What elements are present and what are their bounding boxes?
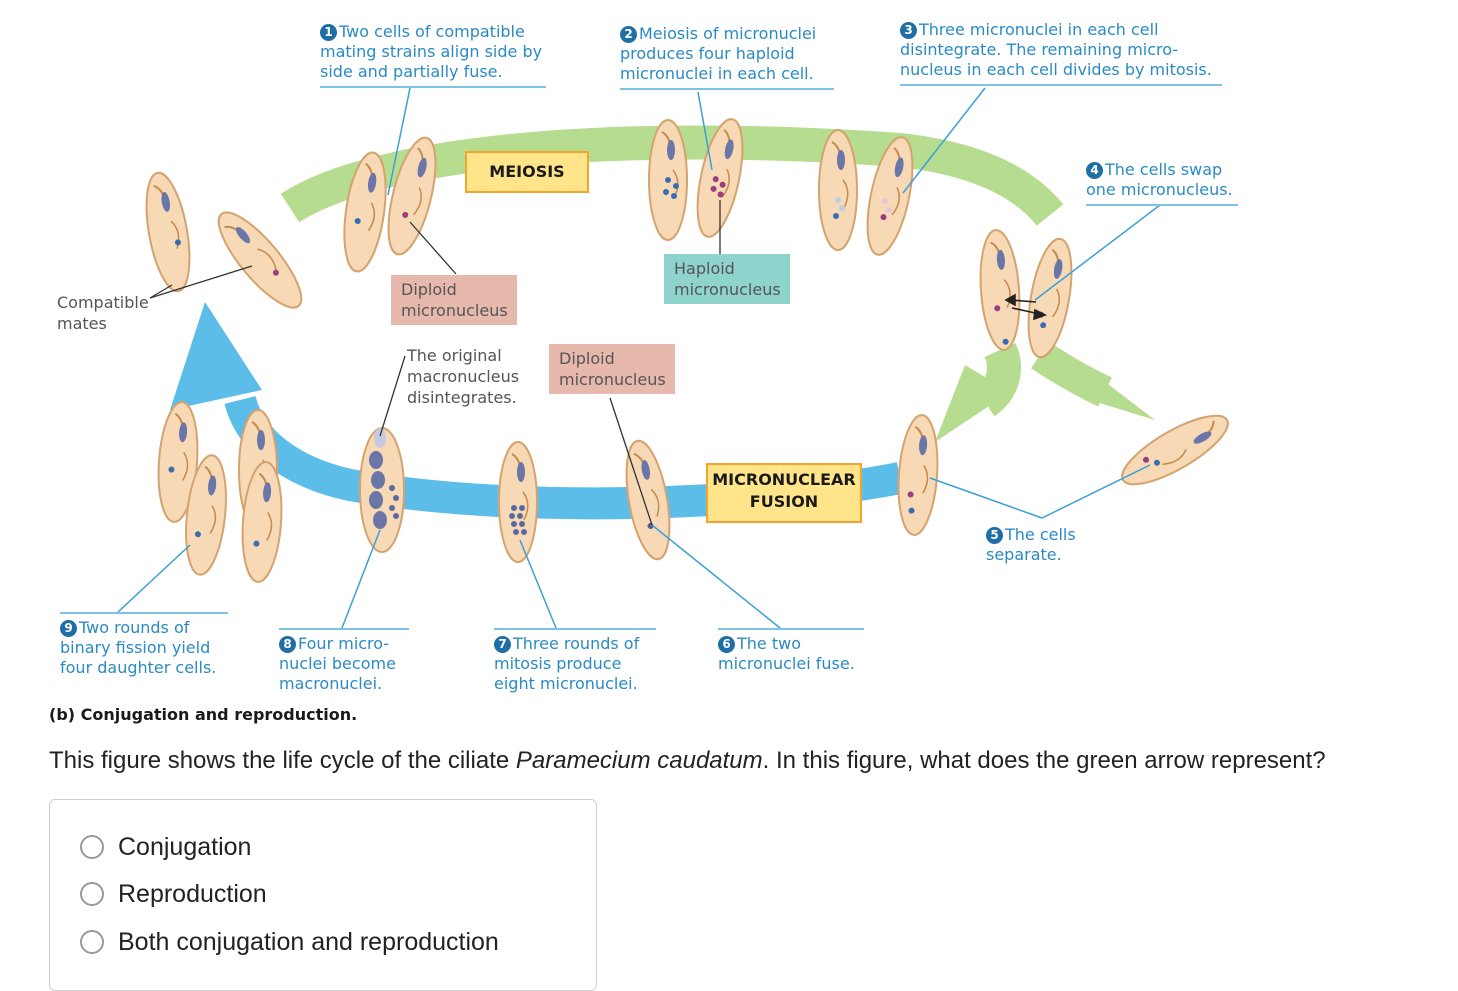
question-text: This figure shows the life cycle of the … — [49, 747, 1326, 774]
step-4-number: 4 — [1086, 162, 1103, 179]
radio-button[interactable] — [80, 930, 104, 954]
cell-mate-2 — [205, 200, 315, 320]
cell-mitosis — [498, 441, 538, 563]
species-name: Paramecium caudatum — [515, 747, 763, 774]
figure-caption: (b) Conjugation and reproduction. — [49, 705, 358, 724]
callout-lines — [117, 87, 1161, 629]
step-7-number: 7 — [494, 636, 511, 653]
cell-pair-fusing-b — [378, 132, 446, 260]
step-2-number: 2 — [620, 26, 637, 43]
meiosis-label: MEIOSIS — [465, 151, 589, 193]
choice-reproduction[interactable]: Reproduction — [80, 879, 267, 909]
step-9-number: 9 — [60, 620, 77, 637]
diploid-micronucleus-label-2: Diploid micronucleus — [549, 344, 675, 394]
pointer-lines — [149, 200, 721, 526]
haploid-micronucleus-label: Haploid micronucleus — [664, 254, 790, 304]
macronucleus-disintegrates-label: The original macronucleus disintegrates. — [407, 346, 520, 407]
answer-choices: Conjugation Reproduction Both conjugatio… — [49, 799, 597, 991]
step-3-number: 3 — [900, 22, 917, 39]
cell-disintegrate-a — [818, 129, 858, 251]
step-5-number: 5 — [986, 527, 1003, 544]
cell-disintegrate-b — [857, 132, 923, 260]
step-1-number: 1 — [320, 24, 337, 41]
cell-macronuclei — [359, 427, 405, 553]
cell-separated-b — [1112, 402, 1238, 498]
step-8-number: 8 — [279, 636, 296, 653]
radio-button[interactable] — [80, 835, 104, 859]
daughter-cell-2 — [179, 452, 233, 578]
choice-both[interactable]: Both conjugation and reproduction — [80, 927, 499, 957]
daughter-cell-4 — [237, 459, 287, 585]
choice-conjugation[interactable]: Conjugation — [80, 832, 251, 862]
swap-arrows — [1004, 293, 1048, 321]
daughter-cell-1 — [153, 399, 203, 525]
step-6-number: 6 — [718, 636, 735, 653]
cell-swap-b — [1019, 234, 1081, 362]
cell-swap-a — [975, 227, 1025, 353]
compatible-mates-label: Compatible mates — [57, 293, 149, 333]
micronuclear-fusion-label: MICRONUCLEAR FUSION — [706, 463, 862, 523]
cell-meiosis-b — [687, 114, 753, 242]
radio-button[interactable] — [80, 882, 104, 906]
cell-mate-1 — [137, 168, 199, 296]
cell-pair-fusing-a — [336, 148, 394, 276]
cell-separated-a — [893, 412, 943, 538]
diploid-micronucleus-label-1: Diploid micronucleus — [391, 275, 517, 325]
cell-meiosis-a — [648, 119, 688, 241]
